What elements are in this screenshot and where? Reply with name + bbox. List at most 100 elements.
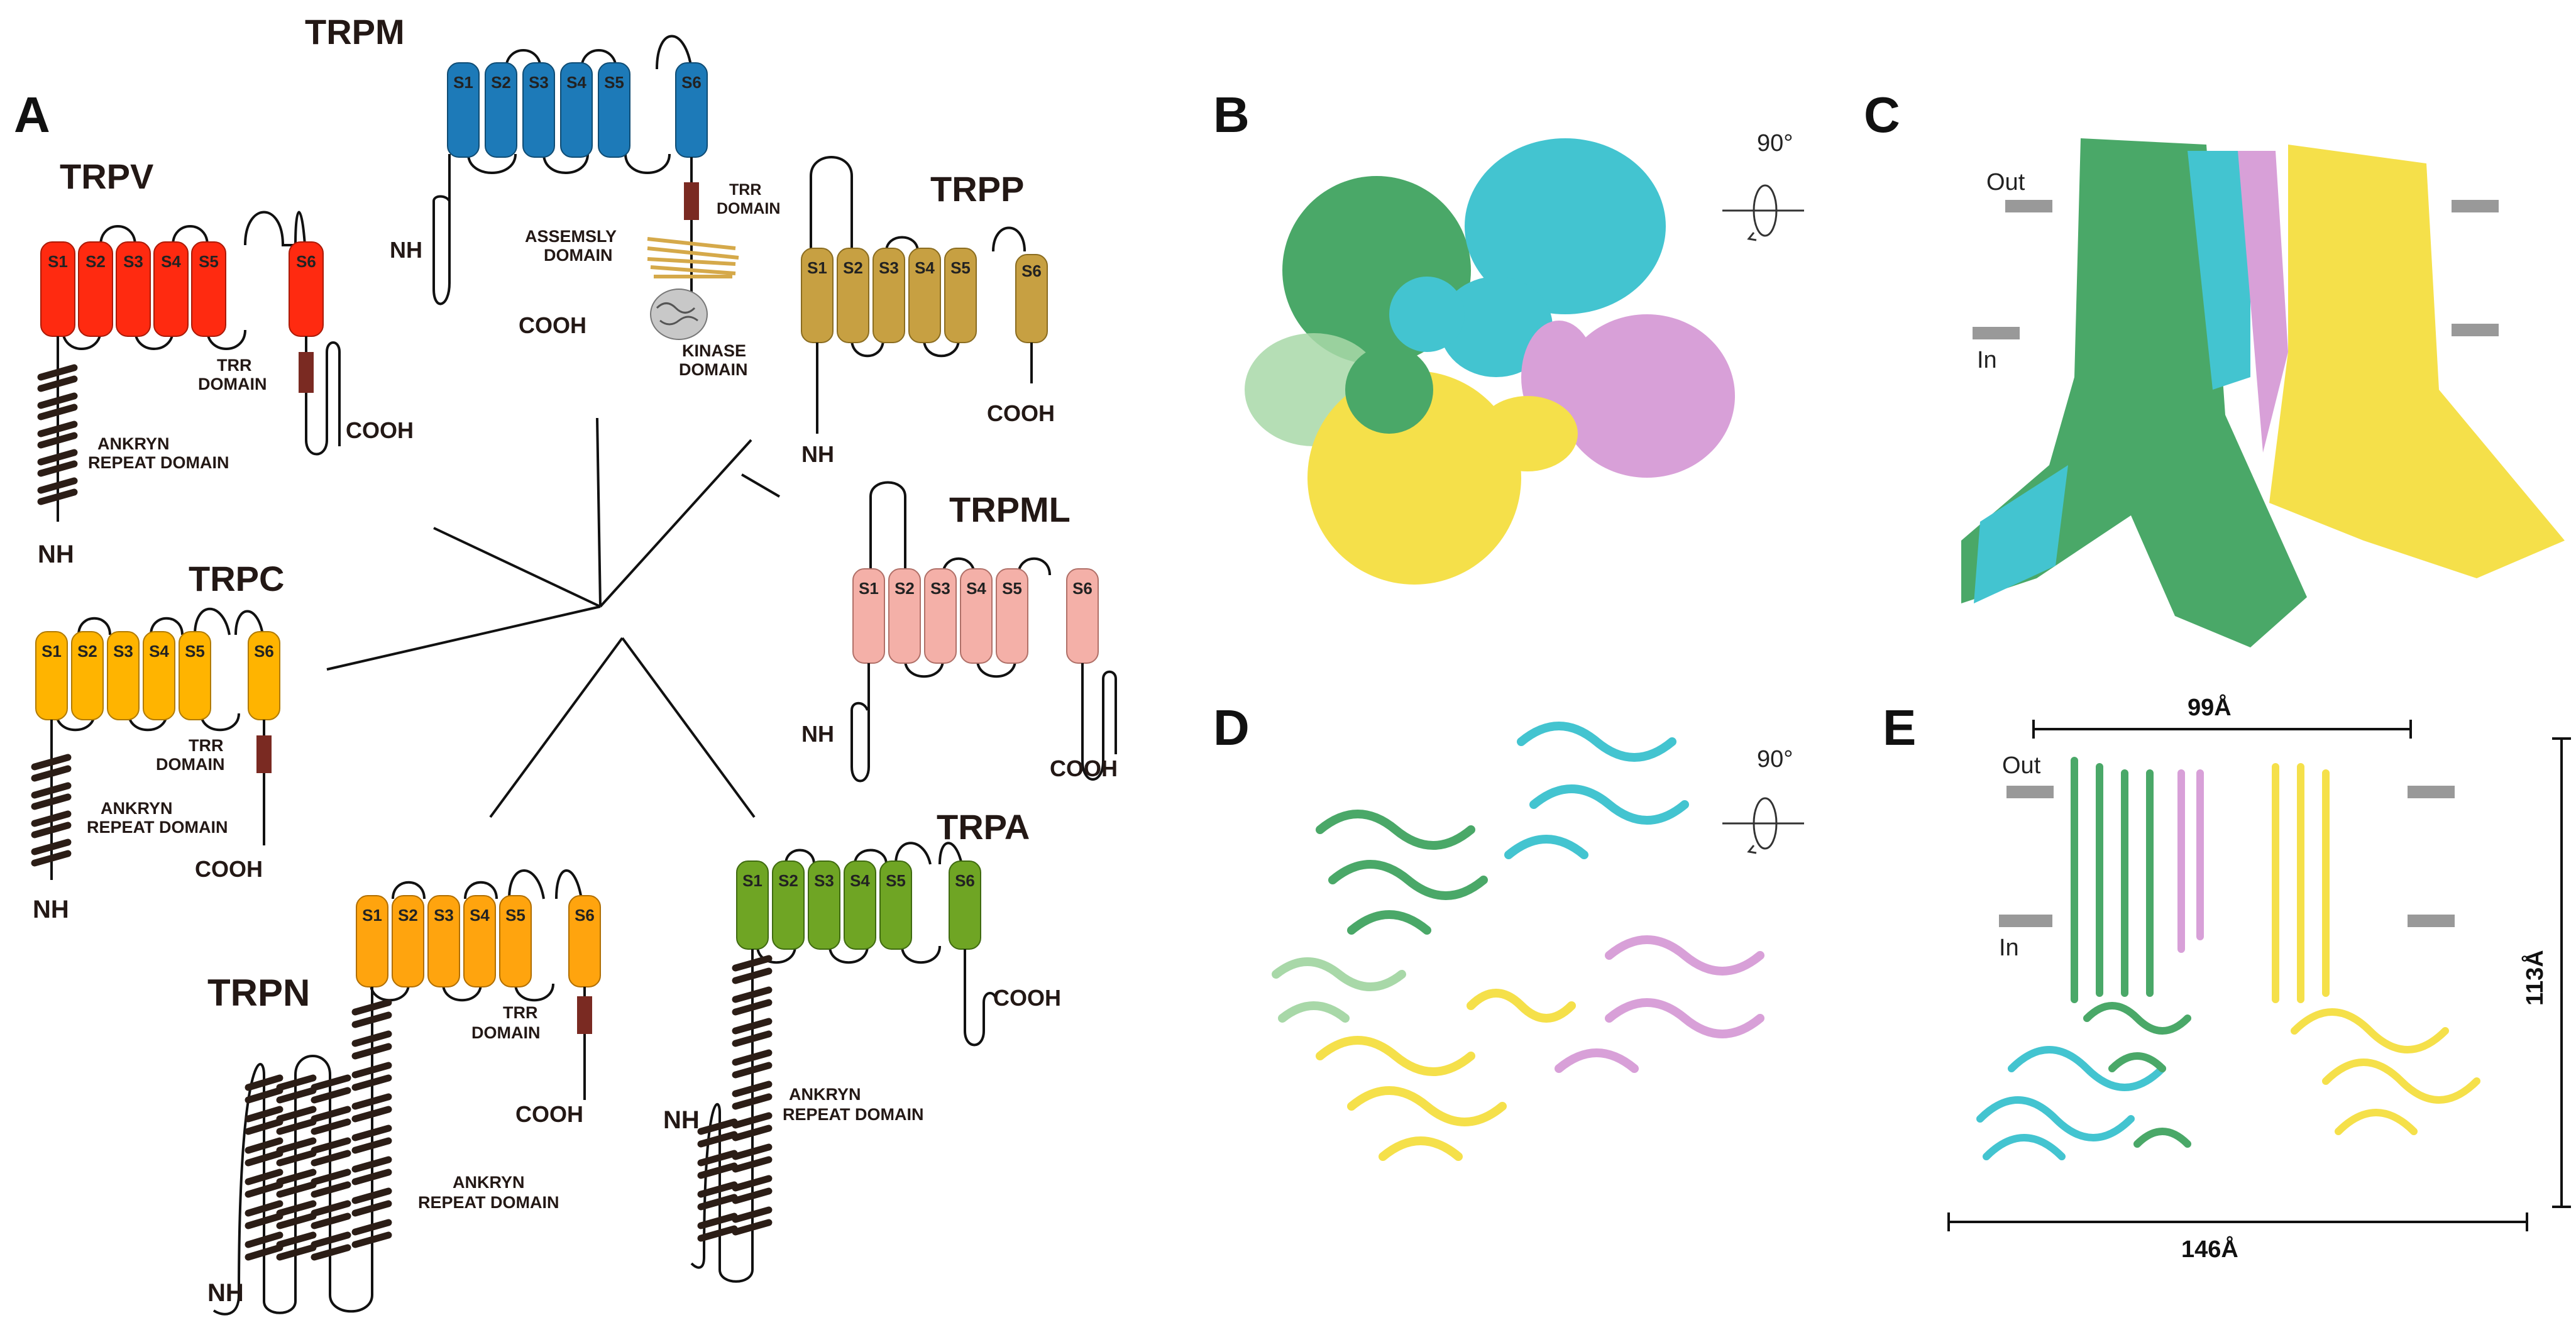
trpml-s5: S5 [1002,579,1022,598]
density-map-side-view [1961,138,2565,647]
trpv-trr-line1: TRR [217,356,252,375]
trpv-s6: S6 [296,252,316,271]
rotation-label-d: 90° [1757,746,1793,772]
trpa-s1: S1 [742,871,762,890]
trpc-trr-line1: TRR [189,736,224,755]
trpml-segments: S1 S2 S3 S4 S5 S6 [852,568,1099,664]
trpv-s2: S2 [85,252,106,271]
trpn-trr-domain-shape [577,996,592,1034]
trpn-s1: S1 [362,906,382,925]
membrane-out-marker-left-e [2006,786,2054,798]
trpc-segments: S1 S2 S3 S4 S5 S6 [35,631,280,720]
trpm-kinase-line1: KINASE [682,341,746,360]
trpn-s2: S2 [398,906,418,925]
trpv-trr-line2: DOMAIN [198,375,267,393]
trpn-trr-line1: TRR [503,1003,538,1022]
panel-label-c: C [1864,87,1900,143]
trpm-segments: S1 S2 S3 S4 S5 S6 [447,62,708,158]
out-label-e: Out [2002,752,2041,779]
trpp-s5: S5 [950,258,971,277]
trpp-title: TRPP [930,169,1024,209]
in-label-e: In [1999,935,2019,961]
trpn-s4: S4 [470,906,490,925]
dimension-bar-top [2032,720,2412,739]
trpc-title: TRPC [189,559,284,598]
trpm-diagram: TRPM S1 S2 S3 S4 S5 S6 TRR DOMAIN [305,12,780,379]
trpc-ank-line2: REPEAT DOMAIN [87,818,228,837]
panel-label-a: A [14,87,50,143]
trpp-nh: NH [801,441,834,467]
trpml-title: TRPML [949,490,1071,529]
trpm-kinase-line2: DOMAIN [679,360,748,379]
trpa-ank-line1: ANKRYN [789,1085,861,1104]
trpn-title: TRPN [207,972,310,1014]
trpm-trr-line1: TRR [729,181,761,199]
trpa-s2: S2 [778,871,798,890]
trpv-cooh: COOH [346,417,414,443]
trpml-cooh: COOH [1050,756,1118,781]
trpc-ank-line1: ANKRYN [101,799,173,818]
ribbon-model-top-view [1272,722,1764,1161]
dimension-bar-height [2552,737,2571,1208]
trpn-ankyrin-repeats [245,999,392,1261]
trpn-s5: S5 [505,906,526,925]
panel-label-d: D [1213,700,1250,756]
membrane-in-marker-left-c [1973,327,2020,339]
trpc-s6: S6 [254,642,274,661]
trpv-s4: S4 [161,252,181,271]
trpn-ank-line2: REPEAT DOMAIN [418,1193,559,1212]
trpm-kinase-shape [650,289,708,340]
trpn-nh: NH [207,1279,244,1307]
panel-label-e: E [1883,700,1916,756]
panel-label-b: B [1213,87,1250,143]
trpm-s4: S4 [566,73,586,92]
trpv-diagram: TRPV S1 S2 S3 S4 S5 S6 TRR DOMAIN COOH [37,157,414,568]
rotation-label-b: 90° [1757,130,1793,157]
trpn-cooh: COOH [515,1101,583,1127]
trpa-title: TRPA [937,807,1030,847]
dimension-top-label: 99Å [2188,693,2232,721]
out-label-c: Out [1986,169,2025,195]
trpml-s1: S1 [859,579,879,598]
trpp-s6: S6 [1021,261,1042,280]
trpa-cooh: COOH [993,985,1061,1011]
rotate-90-icon-d [1722,797,1804,854]
trpa-diagram: TRPA S1 S2 S3 S4 S5 S6 COOH [663,807,1061,1283]
dimension-bar-bottom [1947,1212,2528,1231]
trpm-s3: S3 [529,73,549,92]
trpc-s5: S5 [185,642,205,661]
trpv-s1: S1 [48,252,68,271]
membrane-in-marker-right-c [2452,324,2499,336]
trpp-s1: S1 [807,258,827,277]
trpv-s3: S3 [123,252,143,271]
trpp-cooh: COOH [987,400,1055,426]
trpml-nh: NH [801,721,834,747]
trpm-s1: S1 [453,73,473,92]
trpm-cooh: COOH [519,312,586,338]
trpp-segments: S1 S2 S3 S4 S5 S6 [801,248,1048,343]
trpp-s3: S3 [879,258,899,277]
trpv-nh: NH [38,541,74,568]
membrane-out-marker-right-e [2408,786,2455,798]
trpa-s3: S3 [814,871,834,890]
rotate-90-icon-b [1722,184,1804,241]
trpml-s4: S4 [966,579,986,598]
trpn-s6: S6 [575,906,595,925]
trpm-trr-domain-shape [684,182,699,220]
trpv-ank-line2: REPEAT DOMAIN [88,453,229,472]
trpn-s3: S3 [434,906,454,925]
trpv-ankyrin-repeats [37,364,78,505]
trpc-ankyrin-repeats [31,754,72,867]
trpn-segments: S1 S2 S3 S4 S5 S6 [356,895,601,987]
density-map-top-view [1245,138,1735,585]
membrane-out-marker-right-c [2452,200,2499,212]
trpv-title: TRPV [60,157,153,196]
trpa-s5: S5 [886,871,906,890]
trpm-s5: S5 [604,73,624,92]
trpm-assembly-coil-shape [647,237,739,278]
in-label-c: In [1977,347,1997,373]
trpc-s3: S3 [113,642,133,661]
trpc-cooh: COOH [195,856,263,882]
trpc-trr-domain-shape [256,735,272,773]
